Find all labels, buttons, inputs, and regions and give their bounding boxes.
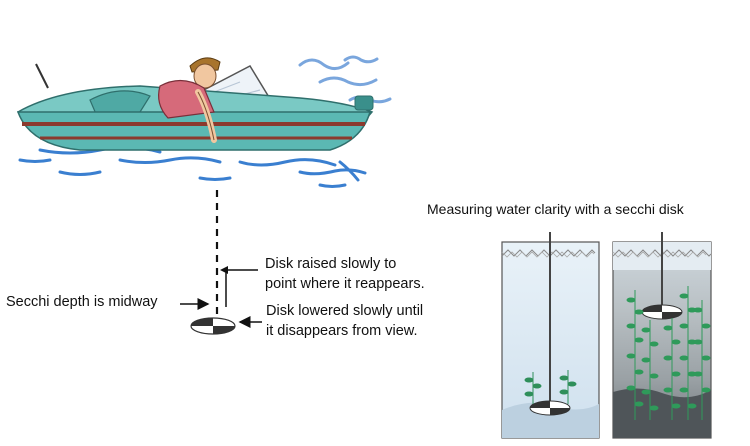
person-illustration xyxy=(158,57,221,143)
murky-water-tank xyxy=(612,232,712,439)
clear-water-tank xyxy=(501,232,600,439)
disk-lowered-line-1: Disk lowered slowly until xyxy=(266,303,424,319)
disk-raised-line-2: point where it reappears. xyxy=(265,276,425,292)
arrow-raised-head xyxy=(220,266,228,274)
secchi-disk-icon xyxy=(190,317,236,335)
disk-lowered-line-2: it disappears from view. xyxy=(266,323,418,339)
water-ripples xyxy=(18,145,367,188)
disk-raised-label: Disk raised slowly to point where it rea… xyxy=(265,254,425,294)
diagram-title: Measuring water clarity with a secchi di… xyxy=(427,201,684,217)
secchi-depth-label: Secchi depth is midway xyxy=(6,294,158,310)
wind-lines xyxy=(298,55,392,104)
disk-lowered-label: Disk lowered slowly until it disappears … xyxy=(266,301,423,341)
disk-raised-line-1: Disk raised slowly to xyxy=(265,256,397,272)
